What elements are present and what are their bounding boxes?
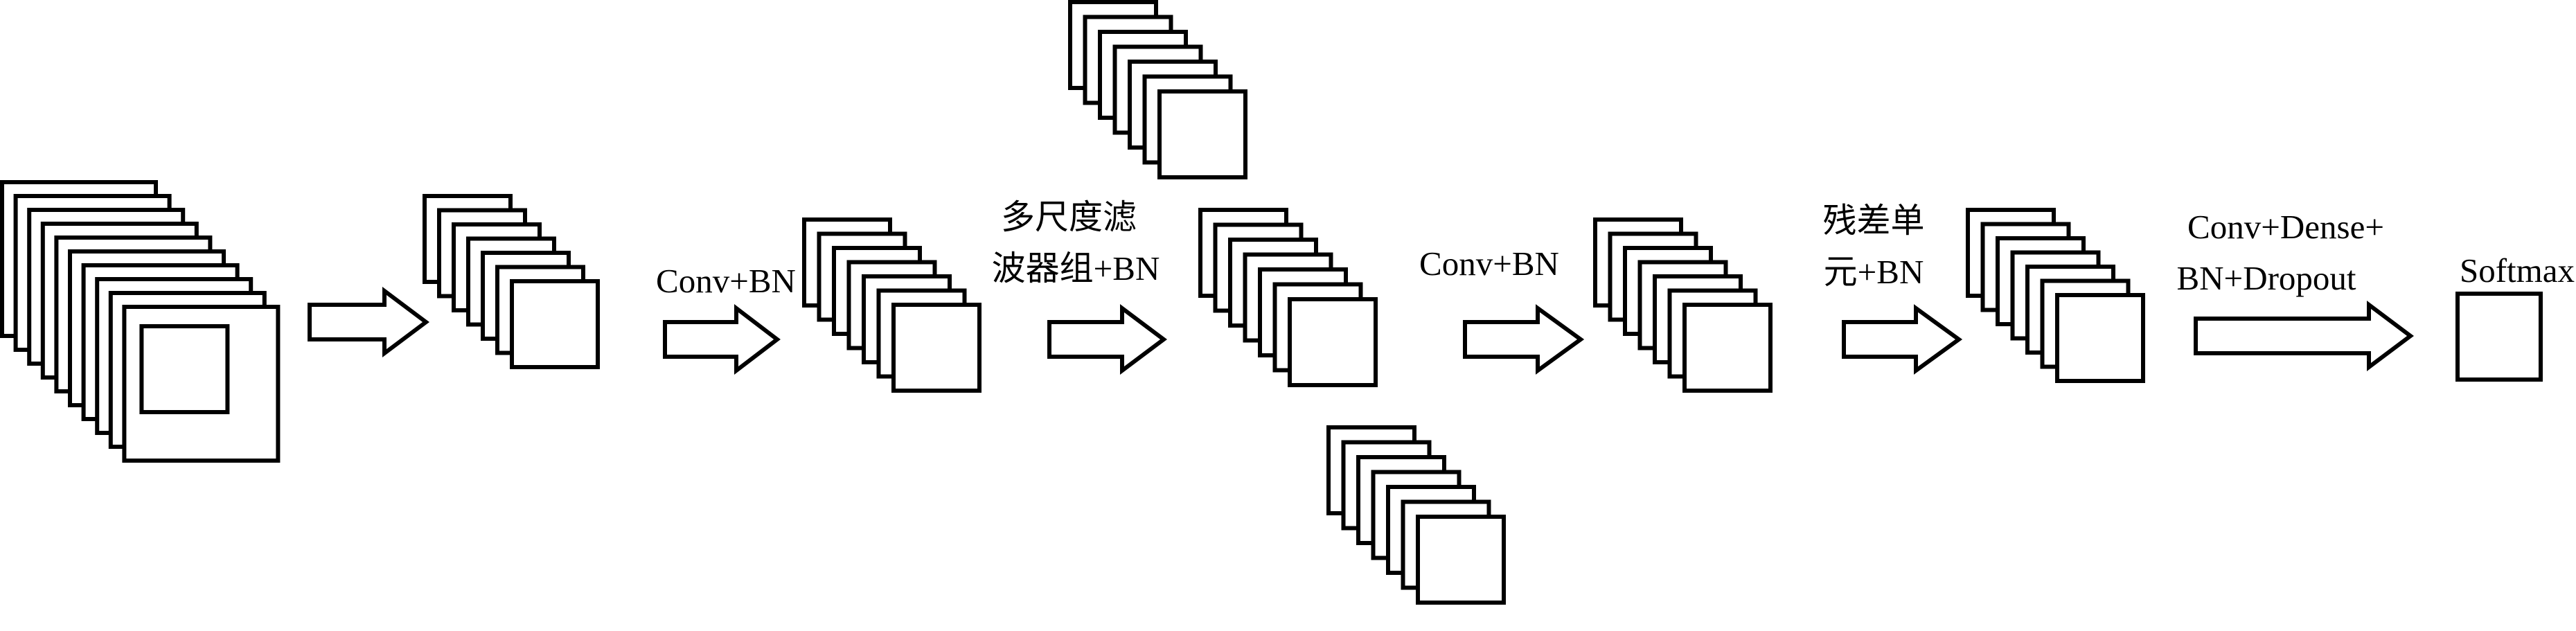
arrow-2-shape [663, 303, 781, 375]
feature-map-stack-5 [1593, 217, 1773, 393]
feature-map-layer [1416, 515, 1506, 605]
feature-map-stack-branch-bottom [1326, 425, 1506, 605]
feature-map-layer [891, 303, 981, 393]
arrow-1 [308, 287, 429, 357]
arrow-3 [1047, 304, 1167, 375]
convolution-kernel-window [139, 324, 230, 414]
softmax-output-box [2455, 292, 2543, 382]
arrow-5-shape [1842, 304, 1963, 375]
arrow-1-shape [308, 287, 429, 357]
label-conv-dense-line2: BN+Dropout [2176, 259, 2356, 297]
label-softmax: Softmax [2460, 251, 2575, 290]
arrow-6 [2194, 301, 2414, 371]
label-conv-bn-2: Conv+BN [1419, 245, 1559, 283]
arrow-3-shape [1047, 304, 1167, 375]
label-conv-bn-1: Conv+BN [656, 262, 796, 300]
input-feature-map-stack [0, 180, 281, 463]
feature-map-stack-6 [1966, 208, 2145, 383]
feature-map-stack-branch-top [1068, 0, 1247, 179]
feature-map-layer [510, 279, 600, 369]
feature-map-layer [1157, 89, 1247, 179]
label-multiscale-filter-bank-line2: 波器组+BN [992, 249, 1160, 287]
arrow-6-shape [2194, 301, 2414, 371]
arrow-5 [1842, 304, 1963, 375]
arrow-4-shape [1463, 304, 1585, 375]
label-conv-dense-line1: Conv+Dense+ [2187, 208, 2384, 246]
arrow-2 [663, 303, 781, 375]
label-residual-unit-line1: 残差单 [1822, 202, 1924, 240]
label-multiscale-filter-bank-line1: 多尺度滤 [1001, 198, 1137, 236]
label-residual-unit-line2: 元+BN [1824, 253, 1924, 291]
feature-map-stack-branch-middle [1198, 208, 1378, 387]
arrow-4 [1463, 304, 1585, 375]
feature-map-layer [1682, 303, 1773, 393]
feature-map-layer [2055, 293, 2145, 383]
feature-map-stack-2 [423, 194, 600, 369]
feature-map-stack-3 [802, 217, 981, 393]
feature-map-layer [1288, 297, 1378, 387]
